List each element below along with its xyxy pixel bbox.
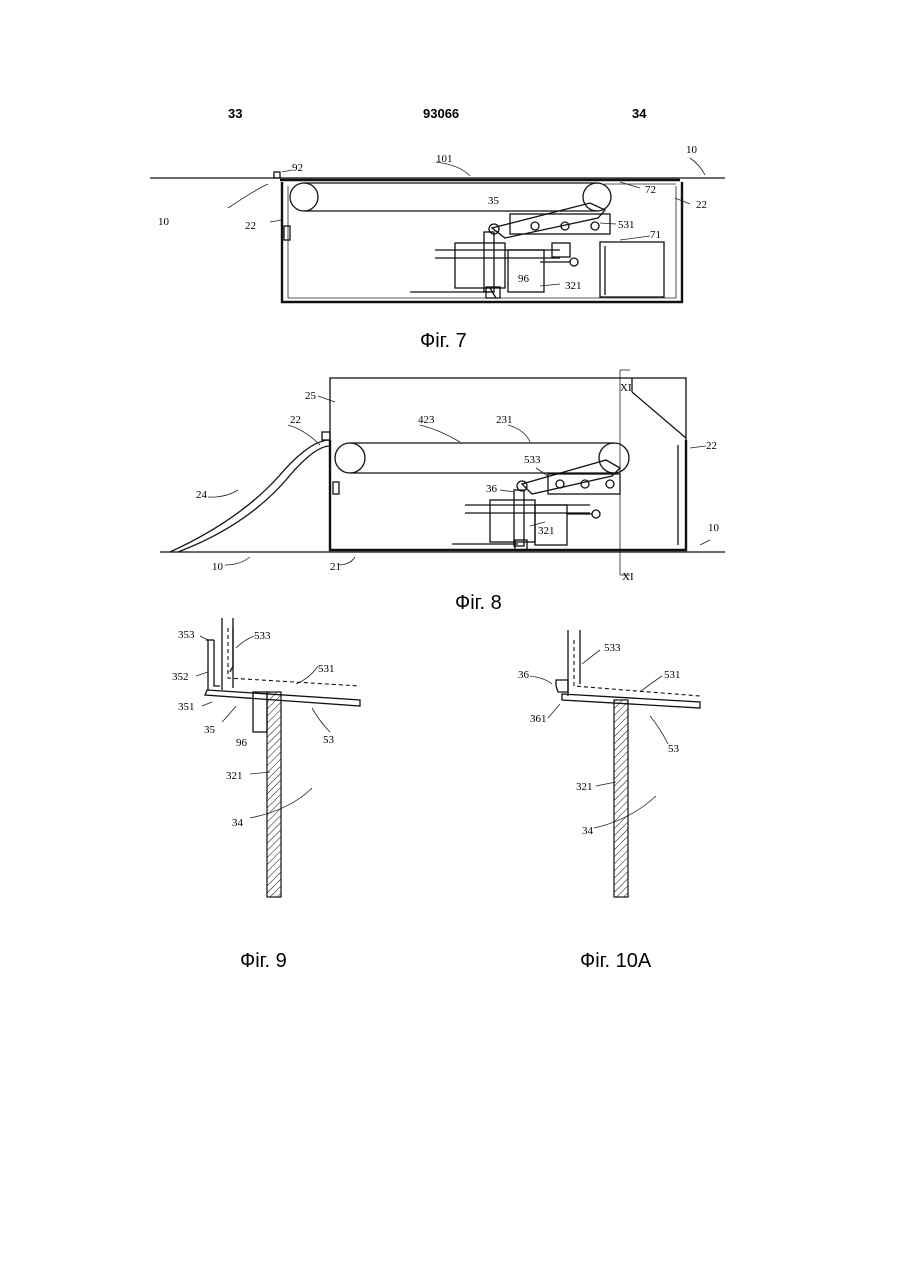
fig7-label-101: 101 <box>436 153 453 165</box>
fig9-label-352: 352 <box>172 671 189 683</box>
fig10a-label-34: 34 <box>582 825 594 837</box>
fig8-label-22-right: 22 <box>706 440 717 452</box>
fig7-label-22-right: 22 <box>696 199 707 211</box>
figure-10a: 533 36 531 361 53 321 34 <box>518 630 700 897</box>
fig10a-caption: Фіг. 10A <box>580 950 651 973</box>
fig10a-label-36: 36 <box>518 669 530 681</box>
fig10a-label-361: 361 <box>530 713 547 725</box>
fig9-caption: Фіг. 9 <box>240 950 287 973</box>
fig7-label-321: 321 <box>565 280 582 292</box>
fig7-caption: Фіг. 7 <box>420 330 467 353</box>
fig9-label-321: 321 <box>226 770 243 782</box>
fig8-label-25: 25 <box>305 390 317 402</box>
figure-7: 92 101 10 10 22 72 22 35 531 71 96 321 <box>150 144 725 302</box>
fig7-label-35: 35 <box>488 195 500 207</box>
fig9-label-53: 53 <box>323 734 335 746</box>
fig8-label-321: 321 <box>538 525 555 537</box>
fig7-label-531: 531 <box>618 219 635 231</box>
fig8-label-22-left: 22 <box>290 414 301 426</box>
fig7-label-10-left: 10 <box>158 216 170 228</box>
fig8-label-533: 533 <box>524 454 541 466</box>
fig8-label-24: 24 <box>196 489 208 501</box>
fig7-label-71: 71 <box>650 229 661 241</box>
fig9-label-96: 96 <box>236 737 248 749</box>
figure-9: 353 533 352 531 351 35 96 53 321 34 <box>172 618 360 897</box>
fig7-label-92: 92 <box>292 162 303 174</box>
fig7-label-96: 96 <box>518 273 530 285</box>
fig9-label-35: 35 <box>204 724 216 736</box>
fig9-label-34: 34 <box>232 817 244 829</box>
fig8-label-21: 21 <box>330 561 341 573</box>
fig8-label-10-left: 10 <box>212 561 224 573</box>
fig9-label-351: 351 <box>178 701 195 713</box>
fig8-caption: Фіг. 8 <box>455 592 502 615</box>
fig10a-label-531: 531 <box>664 669 681 681</box>
fig8-label-36: 36 <box>486 483 498 495</box>
fig8-label-423: 423 <box>418 414 435 426</box>
fig10a-label-533: 533 <box>604 642 621 654</box>
fig10a-label-53: 53 <box>668 743 680 755</box>
fig8-label-10-right: 10 <box>708 522 720 534</box>
fig8-label-231: 231 <box>496 414 513 426</box>
fig9-label-353: 353 <box>178 629 195 641</box>
fig8-label-xi-top: XI <box>620 382 632 394</box>
fig9-label-533: 533 <box>254 630 271 642</box>
figure-8: 25 22 423 231 22 XI XI 24 533 36 321 10 … <box>160 370 725 583</box>
fig7-label-72: 72 <box>645 184 656 196</box>
fig7-label-22-left: 22 <box>245 220 256 232</box>
fig10a-label-321: 321 <box>576 781 593 793</box>
fig7-label-10-right: 10 <box>686 144 698 156</box>
fig9-label-531: 531 <box>318 663 335 675</box>
fig8-label-xi-bottom: XI <box>622 571 634 583</box>
